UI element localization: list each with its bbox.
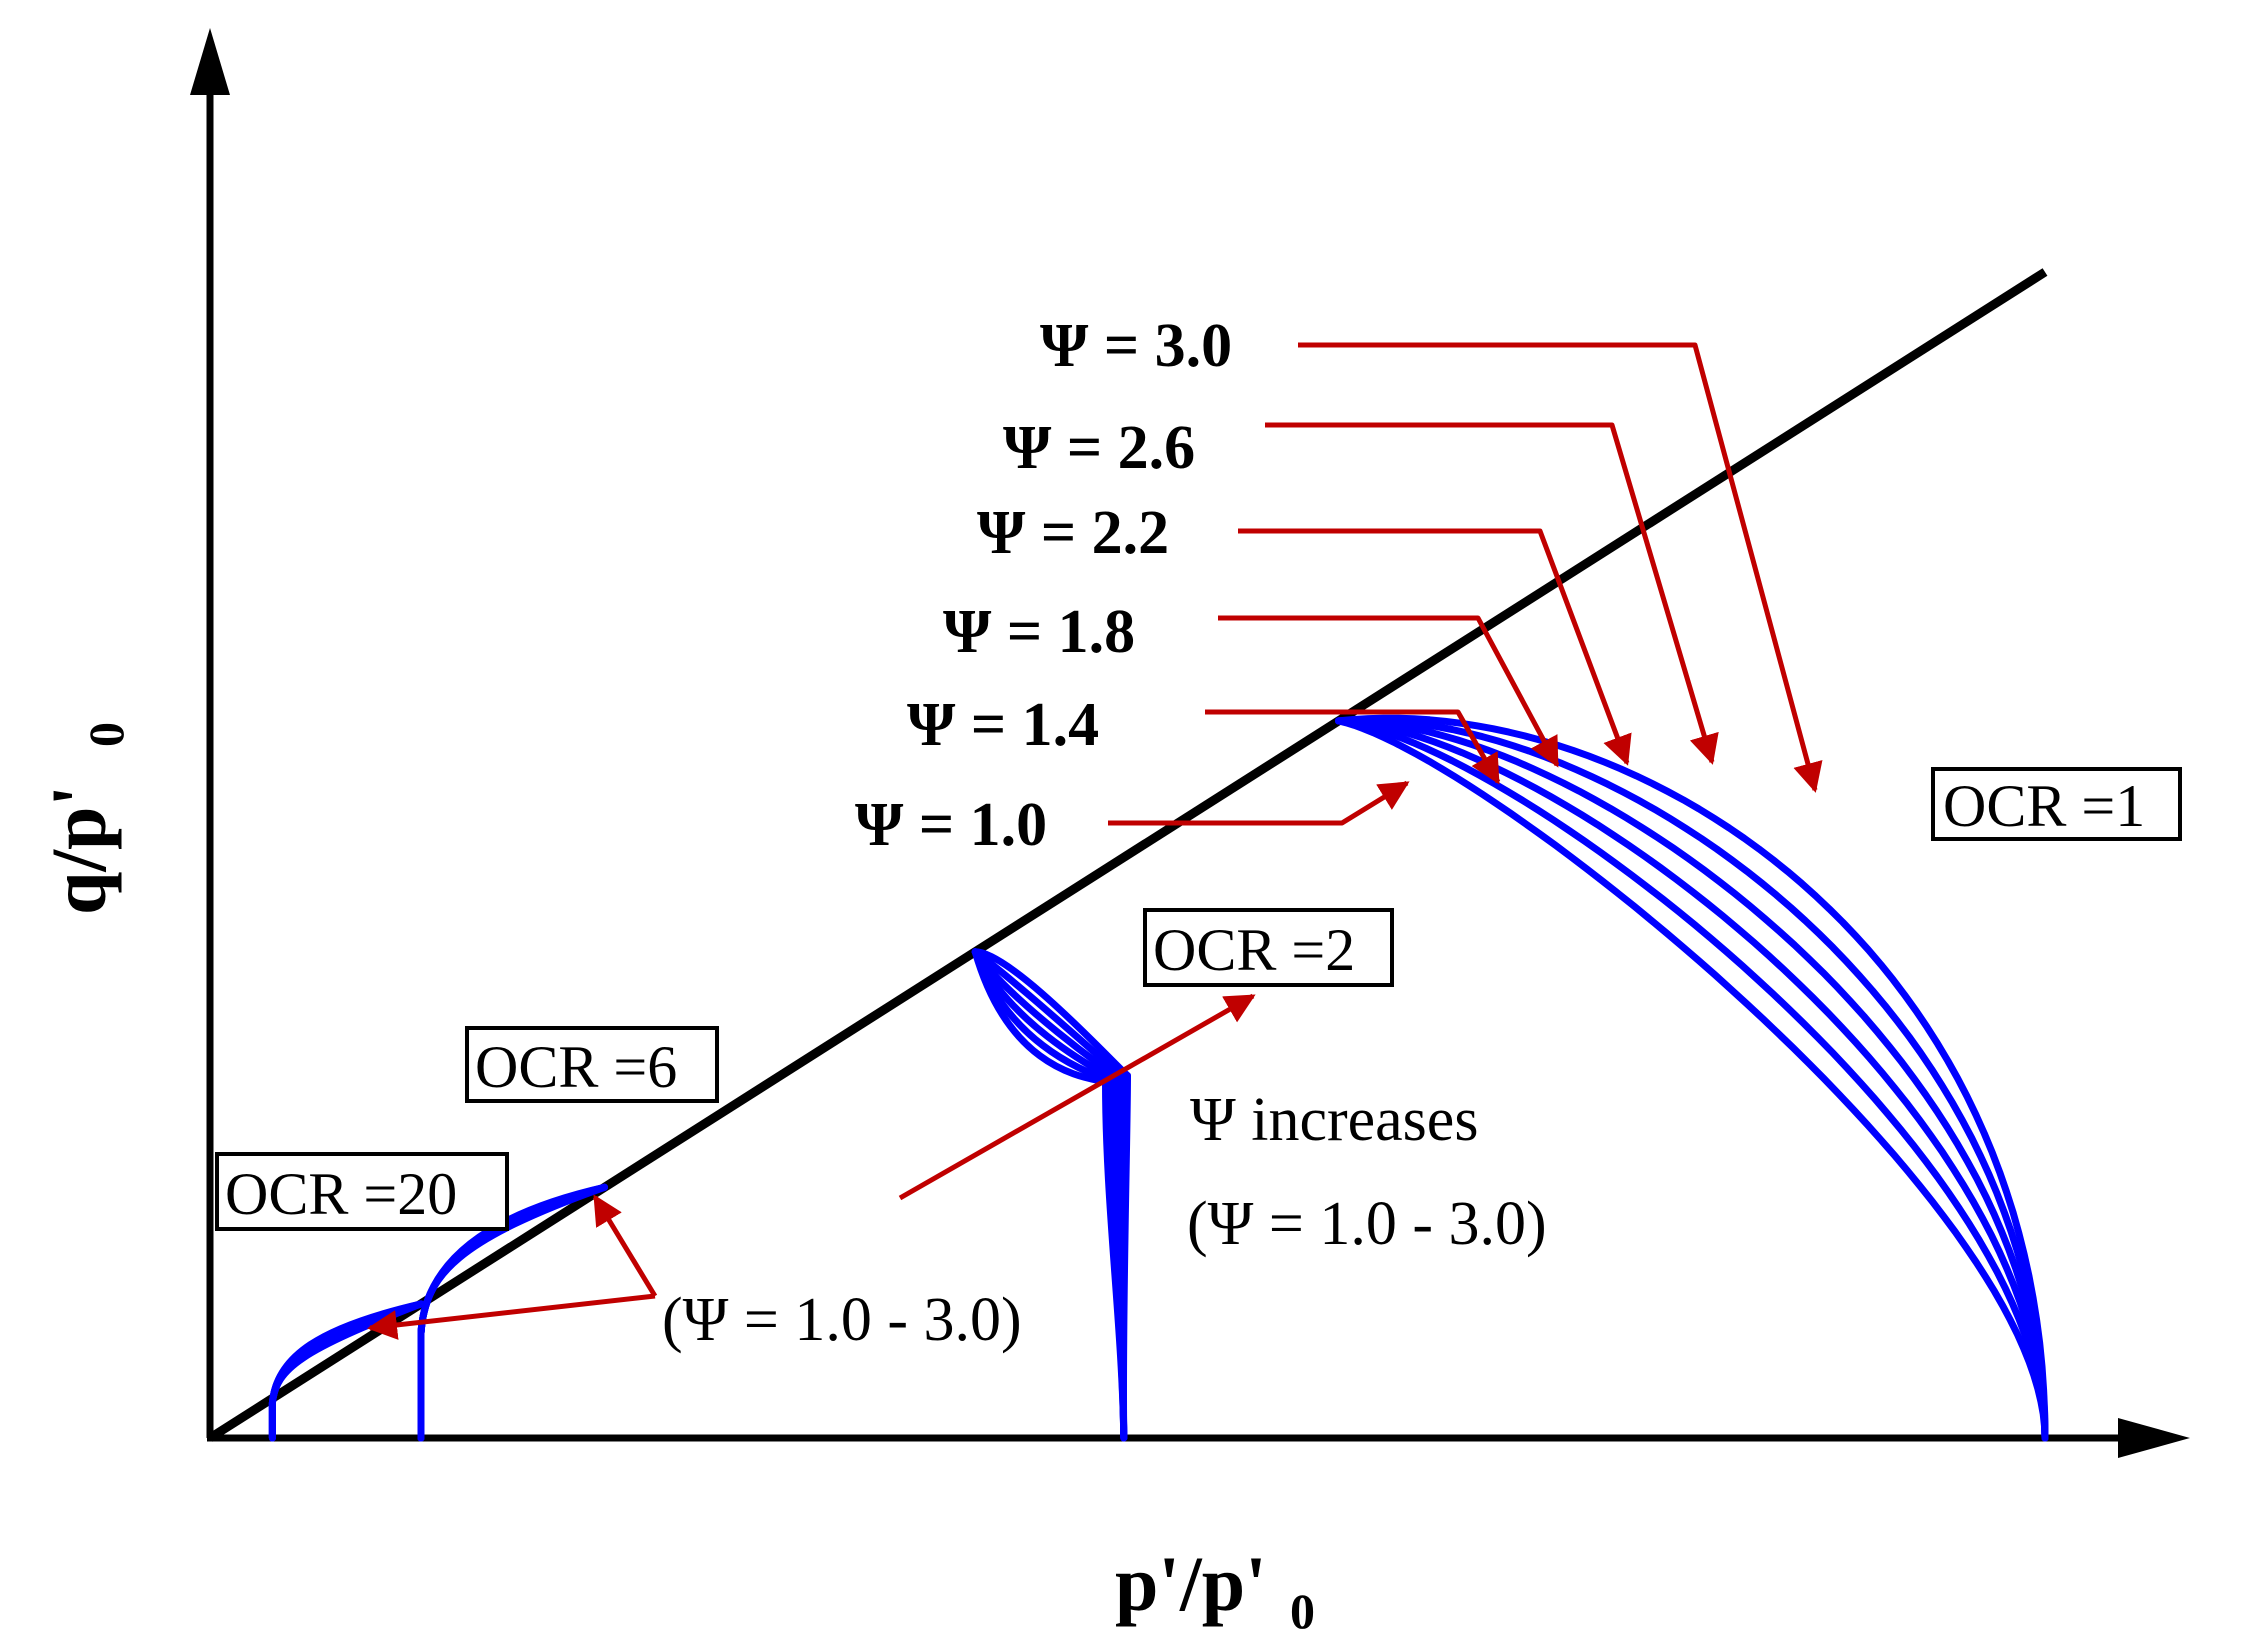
arrow-psi-1.0: [1108, 780, 1410, 826]
x-axis-label-subscript: 0: [1290, 1583, 1315, 1637]
psi-label-1.4: Ψ = 1.4: [907, 691, 1099, 759]
psi-labels: Ψ = 3.0 Ψ = 2.6 Ψ = 2.2 Ψ = 1.8 Ψ = 1.4 …: [855, 312, 1232, 859]
arrow-ocr20: [367, 1293, 656, 1340]
arrow-psi-increases: [898, 993, 1256, 1201]
x-axis-arrow-icon: [2118, 1418, 2190, 1458]
psi-label-1.0: Ψ = 1.0: [855, 791, 1047, 859]
stress-path-ocr2-psi-3: [971, 948, 1131, 1442]
stress-path-ocr1-psi-3: [1335, 714, 2049, 1442]
psi-label-2.2: Ψ = 2.2: [977, 499, 1169, 567]
ocr-1-label: OCR =1: [1943, 773, 2145, 839]
ocr-6-label: OCR =6: [475, 1034, 677, 1100]
axes: [190, 28, 2190, 1458]
critical-state-line: [207, 268, 2048, 1442]
ocr-2-box: OCR =2: [1143, 908, 1394, 987]
stress-path-ocr2-psi-2.2: [971, 948, 1128, 1442]
psi-range-right-label: (Ψ = 1.0 - 3.0): [1187, 1190, 1547, 1258]
stress-path-curves: [268, 714, 2049, 1442]
y-axis-label-group: q/p' 0: [35, 722, 134, 915]
y-axis-arrow-icon: [190, 28, 230, 95]
stress-path-ocr1-psi-1.4: [1335, 717, 2049, 1442]
stress-path-ocr1-psi-1: [1335, 717, 2049, 1442]
stress-path-ocr1-psi-2.2: [1335, 717, 2049, 1442]
y-axis-label-subscript: 0: [78, 722, 134, 747]
y-axis-label: q/p': [35, 785, 122, 915]
ocr-6-box: OCR =6: [465, 1026, 719, 1103]
psi-increases-label: Ψ increases: [1190, 1086, 1478, 1154]
stress-path-ocr1-psi-2.6: [1335, 716, 2049, 1442]
ocr-2-label: OCR =2: [1153, 917, 1355, 983]
arrow-psi-2.2: [1238, 528, 1632, 766]
arrow-psi-2.6: [1265, 422, 1719, 765]
arrow-psi-1.8: [1218, 615, 1560, 768]
ocr-20-label: OCR =20: [225, 1161, 457, 1227]
psi-range-left-label: (Ψ = 1.0 - 3.0): [662, 1286, 1022, 1354]
ocr-1-box: OCR =1: [1931, 767, 2182, 841]
x-axis-label: p'/p': [1115, 1540, 1267, 1627]
arrow-ocr6: [592, 1194, 658, 1298]
arrow-psi-1.4: [1205, 709, 1501, 785]
ocr-20-box: OCR =20: [215, 1152, 509, 1231]
psi-label-3.0: Ψ = 3.0: [1040, 312, 1232, 380]
psi-label-1.8: Ψ = 1.8: [943, 598, 1135, 666]
psi-label-2.6: Ψ = 2.6: [1003, 414, 1195, 482]
annotation-arrows: [367, 342, 1823, 1340]
stress-path-ocr1-psi-1.8: [1335, 717, 2049, 1442]
arrow-psi-3.0: [1298, 342, 1823, 793]
stress-path-ocr6-psi-3: [417, 1183, 608, 1442]
